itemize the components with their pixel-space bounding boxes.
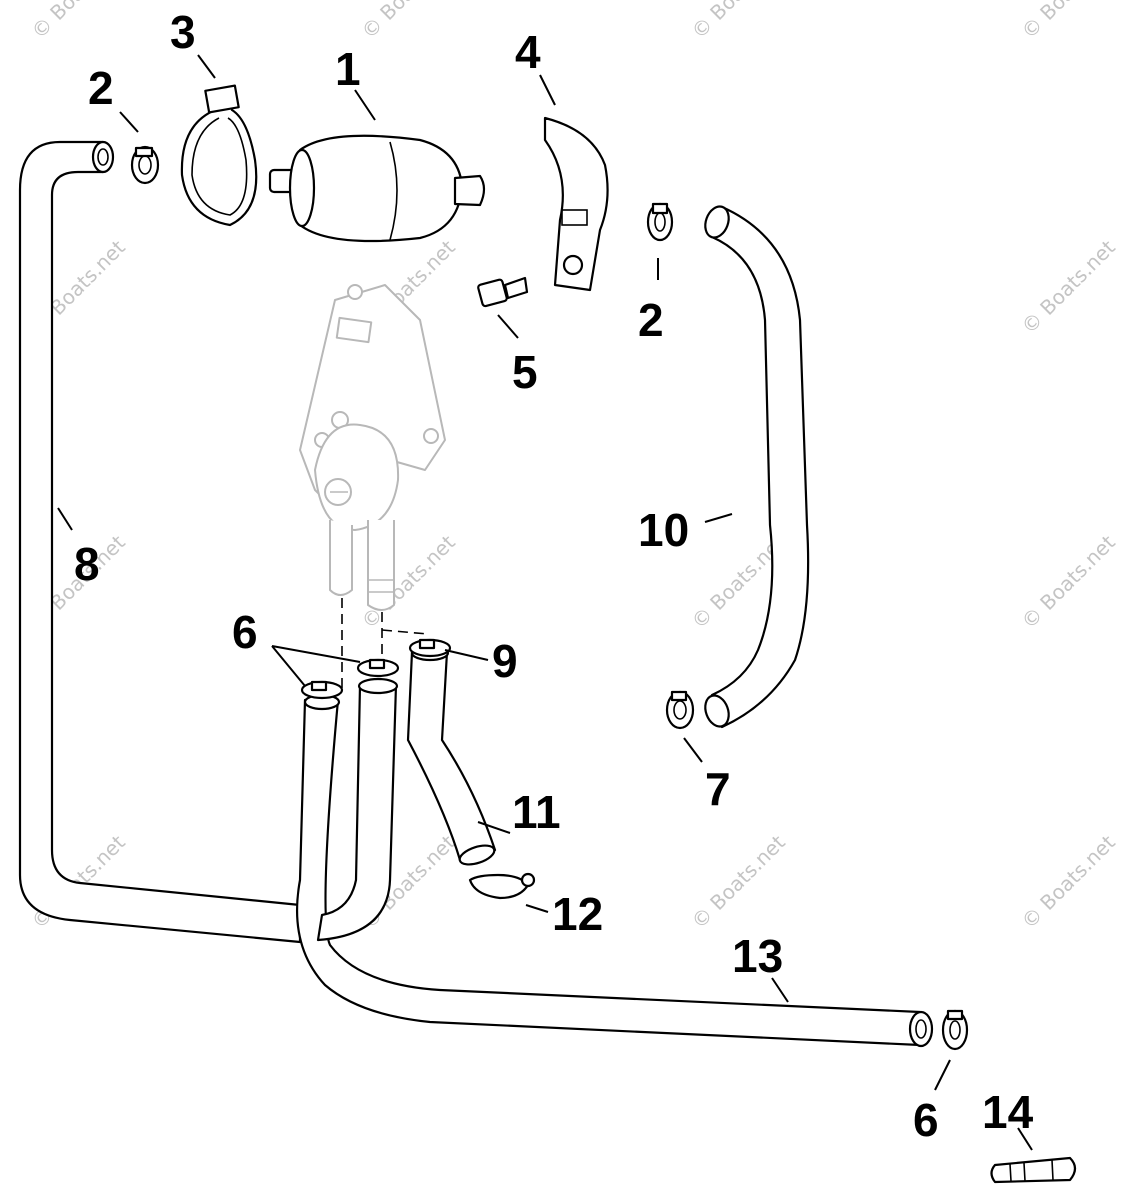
- watermark: © Boats.net: [1017, 0, 1120, 44]
- callout-6: 6: [913, 1094, 939, 1146]
- callout-2: 2: [88, 62, 114, 114]
- hose-11: [406, 644, 497, 866]
- hose-13: [295, 693, 934, 1048]
- mounting-bracket: [543, 116, 609, 292]
- callout-10: 10: [638, 504, 689, 556]
- hose-middle: [316, 677, 399, 942]
- watermark: © Boats.net: [687, 0, 790, 44]
- callout-13: 13: [732, 930, 783, 982]
- callout-2: 2: [638, 294, 664, 346]
- callout-4: 4: [515, 26, 541, 78]
- watermark: © Boats.net: [357, 0, 460, 44]
- clamp-6-middle: [356, 658, 400, 678]
- watermark: © Boats.net: [1017, 830, 1120, 933]
- callout-11: 11: [512, 786, 561, 838]
- fuel-pump-ghost: [299, 284, 446, 611]
- clamp-6-right: [941, 1009, 969, 1051]
- screw: [477, 276, 529, 308]
- watermark: © Boats.net: [27, 0, 130, 44]
- hose-8: [18, 140, 302, 944]
- clamp-2a: [130, 145, 160, 185]
- callout-9: 9: [492, 635, 518, 687]
- fitting: [990, 1156, 1077, 1184]
- clamp-12: [468, 872, 536, 900]
- clamp-6-left: [300, 680, 344, 700]
- watermark: © Boats.net: [1017, 530, 1120, 633]
- clamp-2b: [646, 202, 674, 242]
- alignment-lines: [341, 598, 429, 688]
- watermark: © Boats.net: [1017, 235, 1120, 338]
- callout-numbers: 1 2 3 4 5 2 8 10 6 9 7 11 12 13 6 14: [74, 6, 1034, 1146]
- callout-14: 14: [982, 1086, 1034, 1138]
- callout-5: 5: [512, 346, 538, 398]
- leader-lines: [57, 54, 1033, 1151]
- callout-12: 12: [552, 888, 603, 940]
- watermark: © Boats.net: [687, 830, 790, 933]
- clamp-9: [408, 638, 452, 658]
- callout-1: 1: [335, 43, 361, 95]
- callout-7: 7: [705, 763, 731, 815]
- fuel-filter: [268, 134, 486, 243]
- hose-clamps: [130, 145, 969, 1051]
- callout-6: 6: [232, 606, 258, 658]
- clamp-7: [665, 690, 695, 730]
- strap-clamp: [180, 84, 258, 227]
- callout-8: 8: [74, 538, 100, 590]
- hose-10: [704, 205, 810, 729]
- callout-3: 3: [170, 6, 196, 58]
